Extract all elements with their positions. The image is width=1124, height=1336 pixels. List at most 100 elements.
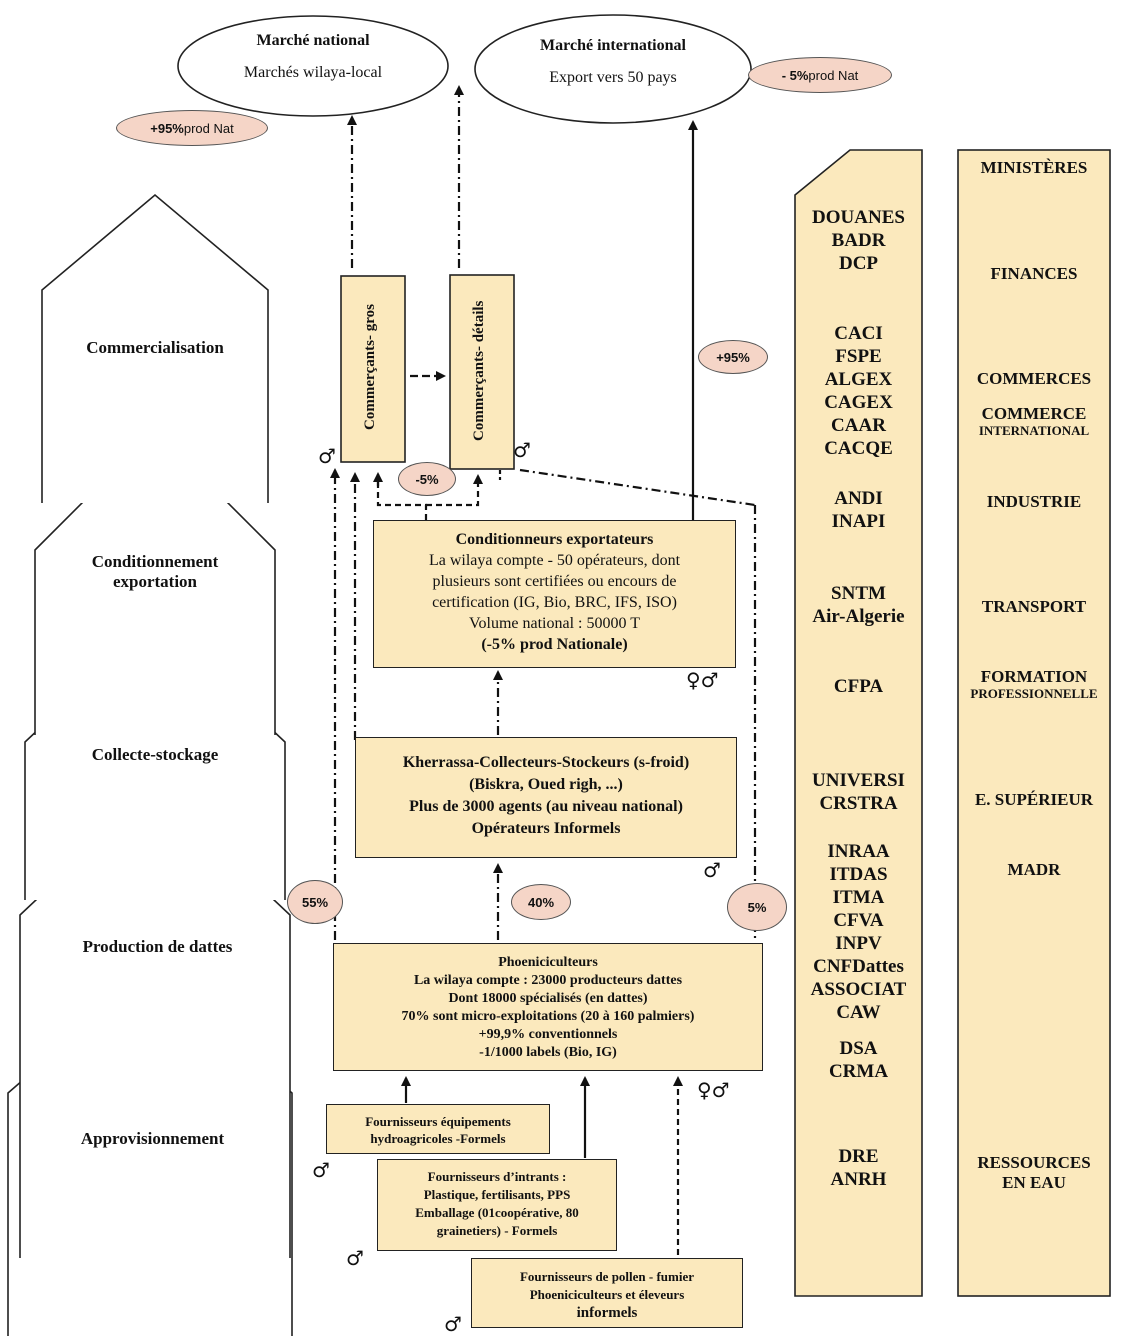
male-symbol-icon: ♂ xyxy=(318,444,336,468)
stage-chevrons xyxy=(7,193,293,1336)
oval-national-share-value: +95% xyxy=(150,120,184,136)
ministry-item: INDUSTRIE xyxy=(958,492,1110,512)
institution-group-industrie: ANDI INAPI xyxy=(795,487,922,533)
conditionneurs-last: (-5% prod Nationale) xyxy=(481,636,628,653)
ministry-name: MINISTÈRES xyxy=(980,158,1088,177)
oval-export-share-value: - 5% xyxy=(781,67,809,83)
ministry-item: E. SUPÉRIEUR xyxy=(958,790,1110,810)
phoeniciculteurs-line: La wilaya compte : 23000 producteurs dat… xyxy=(413,973,683,988)
institutions-column xyxy=(794,149,923,1297)
stage-collecte: Collecte-stockage xyxy=(91,745,219,764)
oval-40: 40% xyxy=(511,884,571,920)
institution-item: ASSOCIAT xyxy=(810,979,907,1000)
trader-gros-label: Commerçants- gros xyxy=(362,304,378,430)
institution-item: CACQE xyxy=(824,438,893,459)
ministry-item: MADR xyxy=(958,860,1110,880)
institution-item: INAPI xyxy=(831,511,886,532)
institution-item: CAGEX xyxy=(824,392,893,413)
oval-export-share: - 5% prod Nat xyxy=(748,57,892,93)
trader-details-label: Commerçants- détails xyxy=(471,300,487,442)
male-symbol-icon: ♂ xyxy=(444,1312,462,1336)
conditionneurs-line: certification (IG, Bio, BRC, IFS, ISO) xyxy=(432,594,677,611)
phoeniciculteurs-line: 70% sont micro-exploitations (20 à 160 p… xyxy=(401,1009,695,1024)
ministry-name: FINANCES xyxy=(990,264,1078,283)
oval-minus5: -5% xyxy=(398,462,456,496)
ministry-name: COMMERCE xyxy=(981,404,1087,423)
supplier-intrants-box: Fournisseurs d’intrants : Plastique, fer… xyxy=(377,1159,617,1251)
market-international-subtitle: Export vers 50 pays xyxy=(549,69,677,86)
arrow-details-right xyxy=(519,468,756,507)
phoeniciculteurs-line: +99,9% conventionnels xyxy=(478,1027,618,1042)
ministry-name: MADR xyxy=(1007,860,1061,879)
institution-item: INPV xyxy=(835,933,882,954)
stage-approvisionnement: Approvisionnement xyxy=(80,1129,225,1148)
institution-item: INRAA xyxy=(827,841,890,862)
institution-item: CNFDattes xyxy=(813,956,904,977)
institution-item: CAW xyxy=(836,1002,881,1023)
female-male-symbol-icon: ♀♂ xyxy=(686,668,719,692)
male-symbol-icon: ♂ xyxy=(312,1158,330,1182)
institution-item: UNIVERSI xyxy=(812,770,905,791)
institution-group-dsa: DSA CRMA xyxy=(795,1037,922,1083)
collecteurs-line: Kherrassa-Collecteurs-Stockeurs (s-froid… xyxy=(402,754,690,771)
supplier-pollen-box: Fournisseurs de pollen - fumier Phoenici… xyxy=(471,1258,743,1328)
stage-commercialisation: Commercialisation xyxy=(86,338,224,357)
ministry-name: E. SUPÉRIEUR xyxy=(974,790,1094,809)
ministry-subname: EN EAU xyxy=(1002,1173,1066,1192)
ministry-name: COMMERCES xyxy=(976,369,1092,388)
institution-item: DSA xyxy=(839,1038,878,1059)
conditionneurs-title: Conditionneurs exportateurs xyxy=(455,531,654,548)
trader-details-box xyxy=(449,274,515,470)
collecteurs-line: Plus de 3000 agents (au niveau national) xyxy=(409,798,683,815)
institution-item: BADR xyxy=(831,230,886,251)
institution-item: ANRH xyxy=(830,1169,887,1190)
institution-item: CRSTRA xyxy=(819,793,898,814)
market-national: Marché national Marchés wilaya-local xyxy=(205,32,421,82)
ministry-item: MINISTÈRES xyxy=(958,158,1110,178)
institution-item: DCP xyxy=(838,253,879,274)
market-national-subtitle: Marchés wilaya-local xyxy=(243,64,383,81)
institution-group-superieur: UNIVERSI CRSTRA xyxy=(795,769,922,815)
phoeniciculteurs-title: Phoeniciculteurs xyxy=(498,955,598,970)
male-symbol-icon: ♂ xyxy=(346,1246,364,1270)
ministry-item: COMMERCES xyxy=(958,369,1110,389)
conditionneurs-box: Conditionneurs exportateurs La wilaya co… xyxy=(373,520,736,668)
supplier-equipements-line: hydroagricoles -Formels xyxy=(370,1131,506,1146)
collecteurs-line: (Biskra, Oued righ, ...) xyxy=(469,776,623,793)
phoeniciculteurs-line: -1/1000 labels (Bio, IG) xyxy=(479,1045,617,1060)
stage-conditionnement: Conditionnement exportation xyxy=(91,552,219,591)
institution-item: Air-Algerie xyxy=(812,606,905,627)
ministries-column xyxy=(957,149,1111,1297)
institution-item: CAAR xyxy=(831,415,886,436)
market-national-title: Marché national xyxy=(256,32,370,49)
institution-group-transport: SNTM Air-Algerie xyxy=(795,582,922,628)
collecteurs-line: Opérateurs Informels xyxy=(471,820,621,837)
oval-5: 5% xyxy=(727,883,787,931)
oval-national-share: +95% prod Nat xyxy=(116,110,268,146)
institution-group-madr: INRAA ITDAS ITMA CFVA INPV CNFDattes ASS… xyxy=(795,840,922,1024)
supplier-equipements-box: Fournisseurs équipements hydroagricoles … xyxy=(326,1104,550,1154)
conditionneurs-line: plusieurs sont certifiées ou encours de xyxy=(432,573,677,590)
ministry-name: INDUSTRIE xyxy=(986,492,1082,511)
supplier-intrants-line: Plastique, fertilisants, PPS xyxy=(423,1187,571,1202)
institution-item: CRMA xyxy=(828,1061,889,1082)
supplier-intrants-line: Fournisseurs d’intrants : xyxy=(427,1169,567,1184)
ministry-item: COMMERCE INTERNATIONAL xyxy=(958,404,1110,437)
oval-plus95: +95% xyxy=(698,340,768,374)
institution-item: DRE xyxy=(838,1146,879,1167)
institution-item: ITDAS xyxy=(829,864,888,885)
supplier-pollen-line: informels xyxy=(576,1305,638,1321)
ministry-item: FINANCES xyxy=(958,264,1110,284)
oval-export-share-label: prod Nat xyxy=(808,67,859,83)
conditionneurs-line: La wilaya compte - 50 opérateurs, dont xyxy=(428,552,681,569)
ministry-item: TRANSPORT xyxy=(958,597,1110,617)
ministry-item: RESSOURCES EN EAU xyxy=(958,1153,1110,1193)
chevron-commercialisation xyxy=(41,193,269,503)
trader-gros-box xyxy=(340,275,406,463)
institution-group-formation: CFPA xyxy=(795,675,922,698)
market-international: Marché international Export vers 50 pays xyxy=(495,37,731,87)
oval-55: 55% xyxy=(287,880,343,924)
institutions-list: DOUANES BADR DCP CACI FSPE ALGEX CAGEX C… xyxy=(795,150,922,1296)
ministry-name: FORMATION xyxy=(980,667,1088,686)
